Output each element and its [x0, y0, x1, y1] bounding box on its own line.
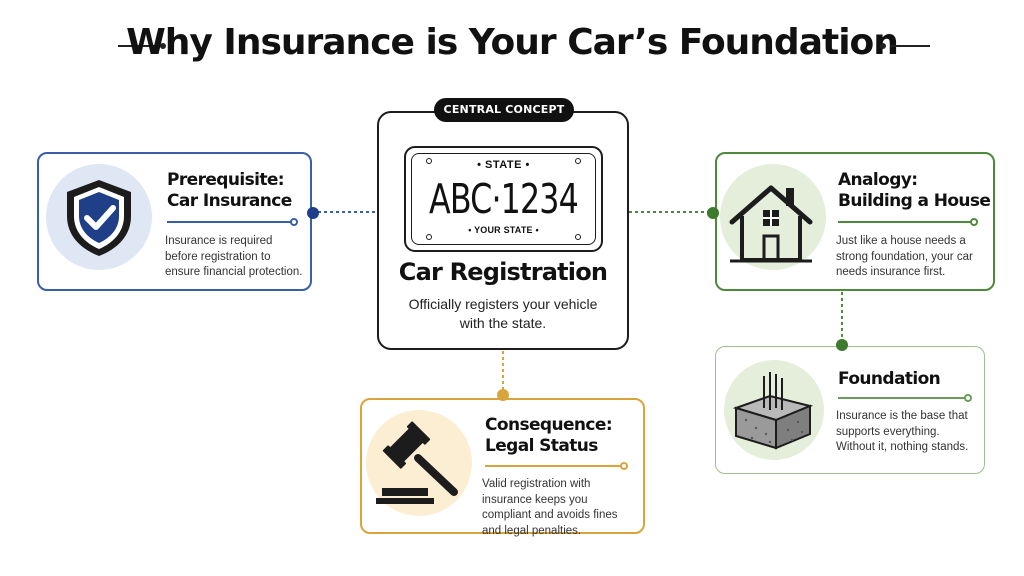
gavel-icon [376, 421, 458, 504]
consequence-rule [485, 465, 622, 467]
title-left-dot [160, 43, 166, 49]
concrete-block-icon [732, 372, 814, 450]
plate-screw [426, 158, 432, 164]
prerequisite-rule-end [290, 218, 298, 226]
analogy-text: Just like a house needs a strong foundat… [836, 235, 973, 278]
plate-screw [426, 234, 432, 240]
prerequisite-connector-dot [307, 207, 319, 219]
foundation-rule [838, 397, 966, 399]
foundation-connector-dot [836, 339, 848, 351]
analogy-connector-dot [707, 207, 719, 219]
foundation-text: Insurance is the base that supports ever… [836, 410, 969, 453]
foundation-rule-end [964, 394, 972, 402]
prerequisite-heading-2: Car Insurance [167, 191, 292, 211]
prerequisite-text: Insurance is required before registratio… [165, 235, 303, 278]
analogy-heading-2: Building a House [838, 191, 991, 211]
title-left-line [118, 45, 158, 47]
plate-your-state-label: • YOUR STATE • [468, 225, 539, 235]
consequence-heading-2: Legal Status [485, 436, 598, 456]
prerequisite-rule [167, 221, 292, 223]
page-title: Why Insurance is Your Car’s Foundation [126, 22, 899, 63]
license-plate-border [411, 153, 596, 245]
analogy-rule-end [970, 218, 978, 226]
house-icon [729, 185, 813, 263]
title-right-dot [880, 43, 886, 49]
analogy-heading-1: Analogy: [838, 170, 918, 190]
plate-number: ABC·1234 [429, 175, 579, 223]
analogy-rule [838, 221, 972, 223]
central-concept-badge: CENTRAL CONCEPT [434, 98, 574, 122]
shield-check-icon [67, 180, 131, 256]
license-plate: • STATE • ABC·1234 • YOUR STATE • [404, 146, 603, 252]
consequence-heading-1: Consequence: [485, 415, 613, 435]
consequence-rule-end [620, 462, 628, 470]
consequence-text: Valid registration with insurance keeps … [482, 478, 618, 537]
prerequisite-heading-1: Prerequisite: [167, 170, 285, 190]
central-concept-text: Officially registers your vehicle with t… [408, 296, 598, 331]
plate-state-label: • STATE • [477, 159, 530, 171]
consequence-connector-dot [497, 389, 509, 401]
title-row: Why Insurance is Your Car’s Foundation [0, 22, 1024, 70]
plate-screw [575, 158, 581, 164]
foundation-heading: Foundation [838, 369, 941, 389]
title-right-line [890, 45, 930, 47]
plate-screw [575, 234, 581, 240]
central-concept-title: Car Registration [398, 258, 608, 286]
